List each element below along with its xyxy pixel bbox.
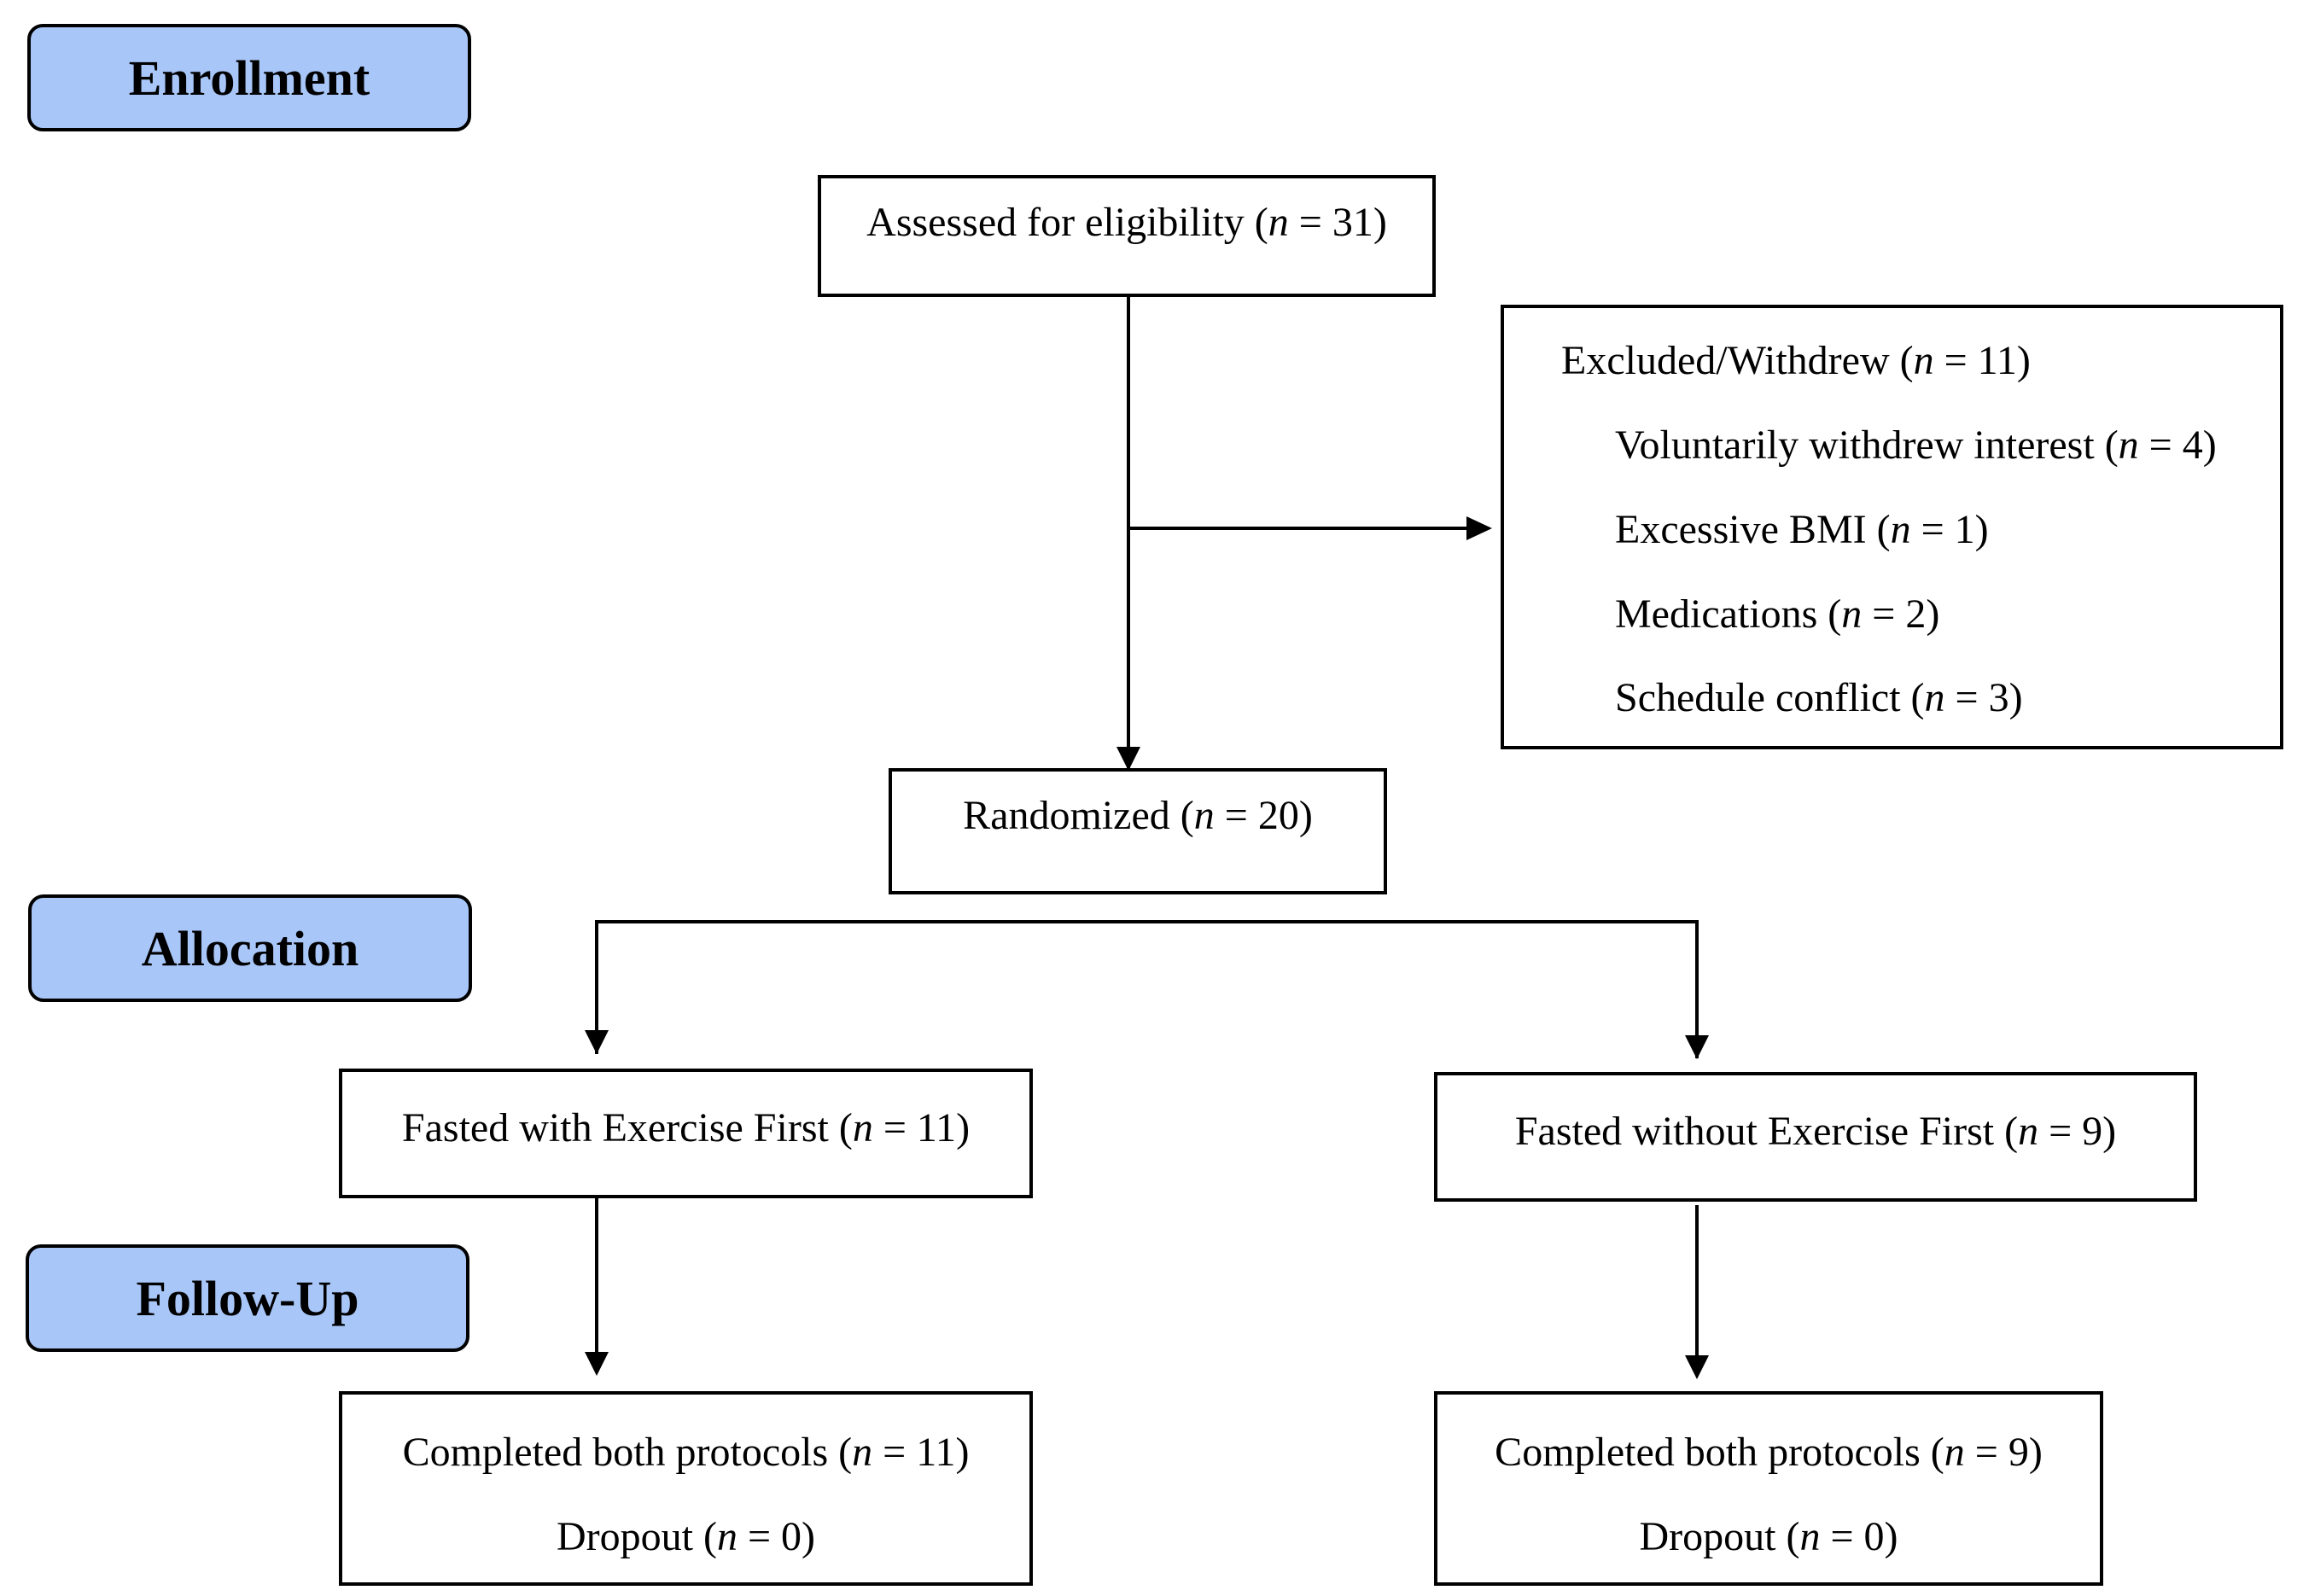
arm-text: Fasted without Exercise First (n = 9) (1514, 1109, 2117, 1154)
completed-text: Completed both protocols (n = 11) (402, 1430, 970, 1475)
arm-box-2: Fasted without Exercise First (n = 9) (1434, 1072, 2197, 1202)
stage-label-text: Enrollment (128, 50, 370, 106)
followup-box-2: Completed both protocols (n = 9) Dropout… (1434, 1391, 2103, 1586)
arrowhead-arm-2 (1685, 1035, 1709, 1059)
arrowhead-excluded (1466, 516, 1492, 540)
assessed-text: Assessed for eligibility (n = 31) (866, 200, 1387, 245)
excluded-reason: Schedule conflict (n = 3) (1615, 675, 2023, 720)
stage-label-enrollment: Enrollment (27, 24, 471, 131)
stage-label-text: Follow-Up (136, 1270, 359, 1326)
dropout-text: Dropout (n = 0) (556, 1514, 816, 1559)
followup-box-1: Completed both protocols (n = 11) Dropou… (339, 1391, 1033, 1586)
excluded-reason: Voluntarily withdrew interest (n = 4) (1615, 422, 2217, 468)
assessed-box: Assessed for eligibility (n = 31) (818, 175, 1436, 297)
arrowhead-followup-2 (1685, 1355, 1709, 1379)
arm-text: Fasted with Exercise First (n = 11) (401, 1105, 971, 1150)
randomized-text: Randomized (n = 20) (963, 793, 1313, 838)
excluded-heading: Excluded/Withdrew (n = 11) (1561, 338, 2031, 383)
excluded-reason: Medications (n = 2) (1615, 591, 1940, 637)
randomized-box: Randomized (n = 20) (889, 768, 1387, 894)
allocation-split-line (595, 920, 1699, 1058)
stage-label-allocation: Allocation (28, 894, 472, 1002)
arrowhead-randomized (1116, 747, 1140, 771)
arrowhead-followup-1 (585, 1352, 609, 1376)
excluded-reason: Excessive BMI (n = 1) (1615, 507, 1989, 552)
stage-label-text: Allocation (141, 920, 359, 976)
dropout-text: Dropout (n = 0) (1639, 1514, 1898, 1559)
completed-text: Completed both protocols (n = 9) (1495, 1430, 2043, 1475)
arm-box-1: Fasted with Exercise First (n = 11) (339, 1069, 1033, 1198)
excluded-box: Excluded/Withdrew (n = 11) Voluntarily w… (1501, 305, 2283, 749)
arrowhead-arm-1 (585, 1030, 609, 1054)
stage-label-follow-up: Follow-Up (26, 1244, 469, 1352)
